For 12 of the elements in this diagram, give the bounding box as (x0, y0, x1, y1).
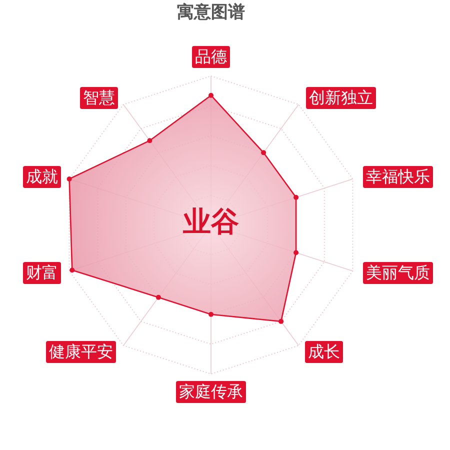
axis-label: 美丽气质 (363, 262, 433, 284)
chart-title: 寓意图谱 (177, 2, 245, 24)
axis-label: 财富 (23, 262, 61, 284)
name-text: 业谷 (183, 204, 239, 240)
axis-label: 成长 (305, 341, 343, 363)
axis-label: 家庭传承 (176, 381, 246, 403)
axis-label: 健康平安 (46, 341, 116, 363)
axis-label: 成就 (23, 166, 61, 188)
axis-label: 品德 (192, 46, 230, 68)
axis-label: 幸福快乐 (363, 166, 433, 188)
axis-label: 创新独立 (306, 87, 376, 109)
axis-label: 智慧 (80, 87, 118, 109)
